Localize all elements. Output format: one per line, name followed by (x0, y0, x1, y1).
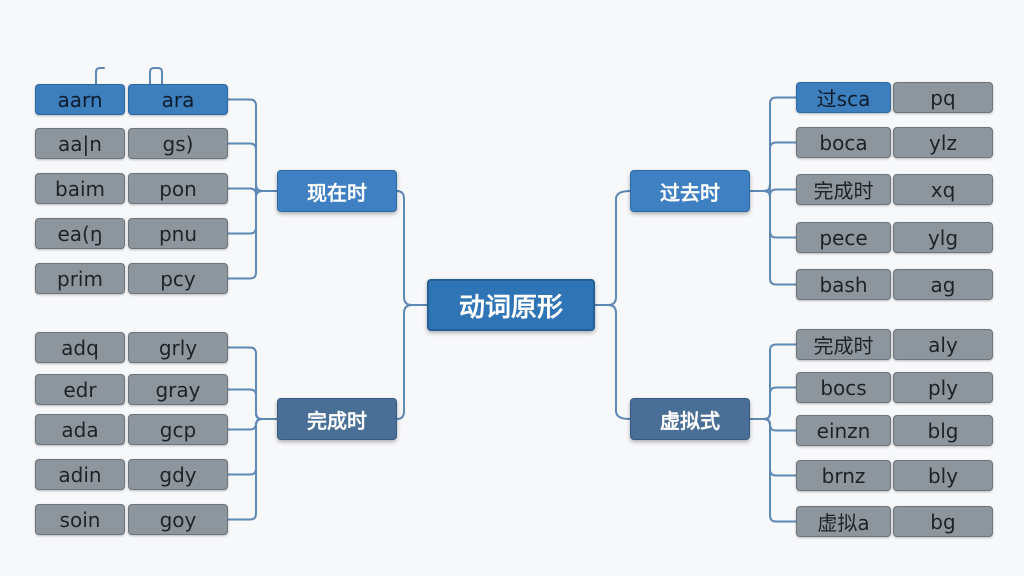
left-bottom-rows-2-second[interactable]: gcp (128, 414, 228, 445)
bracket-mark-left-2 (149, 67, 163, 85)
right-top-rows-1-second[interactable]: ylz (893, 127, 993, 158)
right-bottom-rows-0-first[interactable]: 完成时 (796, 329, 891, 360)
perfect-to-row-line-2 (227, 418, 278, 431)
branch-past-label: 过去时 (660, 180, 720, 205)
left-bottom-rows-4-first[interactable]: soin (35, 504, 125, 535)
root-to-past-line (594, 190, 631, 306)
left-top-rows-2-first[interactable]: baim (35, 173, 125, 204)
left-top-rows-4-first[interactable]: prim (35, 263, 125, 294)
present-to-row-line-3 (227, 190, 278, 235)
left-bottom-rows-0-second[interactable]: grly (128, 332, 228, 363)
root-node[interactable]: 动词原形 (427, 279, 595, 331)
root-to-perfect-line (396, 304, 428, 420)
root-to-subjunctive-line (594, 304, 631, 420)
left-top-rows-3-first[interactable]: ea(ŋ (35, 218, 125, 249)
right-bottom-rows-2-second[interactable]: blg (893, 415, 993, 446)
left-bottom-rows-3-second[interactable]: gdy (128, 459, 228, 490)
right-bottom-rows-1-first[interactable]: bocs (796, 372, 891, 403)
root-node-label: 动词原形 (458, 292, 563, 323)
right-top-rows-0-first[interactable]: 过sca (796, 82, 891, 113)
past-to-row-line-3 (749, 190, 797, 239)
left-top-rows-0-second[interactable]: ara (128, 84, 228, 115)
right-top-rows-0-second[interactable]: pq (893, 82, 993, 113)
left-bottom-rows-3-first[interactable]: adin (35, 459, 125, 490)
right-top-rows-4-second[interactable]: ag (893, 269, 993, 300)
left-bottom-rows-2-first[interactable]: ada (35, 414, 125, 445)
past-to-row-line-1 (749, 141, 797, 192)
left-top-rows-1-second[interactable]: gs) (128, 128, 228, 159)
right-top-rows-2-first[interactable]: 完成时 (796, 174, 891, 205)
present-to-row-line-2 (227, 184, 278, 195)
present-to-row-line-1 (227, 142, 278, 192)
root-to-present-line (396, 190, 428, 306)
perfect-to-row-line-3 (227, 418, 278, 476)
right-top-rows-2-second[interactable]: xq (893, 174, 993, 205)
subjunctive-to-row-line-0 (749, 343, 797, 420)
perfect-to-row-line-1 (227, 388, 278, 420)
past-to-row-line-0 (749, 96, 797, 192)
right-top-rows-3-second[interactable]: ylg (893, 222, 993, 253)
left-bottom-rows-1-second[interactable]: gray (128, 374, 228, 405)
left-bottom-rows-0-first[interactable]: adq (35, 332, 125, 363)
right-top-rows-3-first[interactable]: pece (796, 222, 891, 253)
right-bottom-rows-2-first[interactable]: einzn (796, 415, 891, 446)
perfect-to-row-line-0 (227, 346, 278, 420)
left-bottom-rows-4-second[interactable]: goy (128, 504, 228, 535)
present-to-row-line-0 (227, 98, 278, 192)
subjunctive-to-row-line-1 (749, 386, 797, 420)
branch-present[interactable]: 现在时 (277, 170, 397, 212)
right-bottom-rows-4-first[interactable]: 虚拟a (796, 506, 891, 537)
branch-subjunctive[interactable]: 虚拟式 (630, 398, 750, 440)
right-bottom-rows-3-second[interactable]: bly (893, 460, 993, 491)
present-to-row-line-4 (227, 190, 278, 280)
branch-present-label: 现在时 (307, 180, 367, 205)
left-top-rows-3-second[interactable]: pnu (128, 218, 228, 249)
left-top-rows-4-second[interactable]: pcy (128, 263, 228, 294)
right-bottom-rows-4-second[interactable]: bg (893, 506, 993, 537)
right-bottom-rows-3-first[interactable]: brnz (796, 460, 891, 491)
branch-subjunctive-label: 虚拟式 (660, 408, 720, 433)
left-bottom-rows-1-first[interactable]: edr (35, 374, 125, 405)
subjunctive-to-row-line-3 (749, 418, 797, 477)
branch-perfect-label: 完成时 (307, 408, 367, 433)
right-bottom-rows-0-second[interactable]: aly (893, 329, 993, 360)
branch-past[interactable]: 过去时 (630, 170, 750, 212)
bracket-mark-left-1 (95, 67, 105, 85)
left-top-rows-2-second[interactable]: pon (128, 173, 228, 204)
subjunctive-to-row-line-2 (749, 418, 797, 432)
left-top-rows-0-first[interactable]: aarn (35, 84, 125, 115)
branch-perfect[interactable]: 完成时 (277, 398, 397, 440)
right-top-rows-1-first[interactable]: boca (796, 127, 891, 158)
past-to-row-line-4 (749, 190, 797, 286)
right-top-rows-4-first[interactable]: bash (796, 269, 891, 300)
right-bottom-rows-1-second[interactable]: ply (893, 372, 993, 403)
subjunctive-to-row-line-4 (749, 418, 797, 523)
left-top-rows-1-first[interactable]: aa|n (35, 128, 125, 159)
perfect-to-row-line-4 (227, 418, 278, 521)
